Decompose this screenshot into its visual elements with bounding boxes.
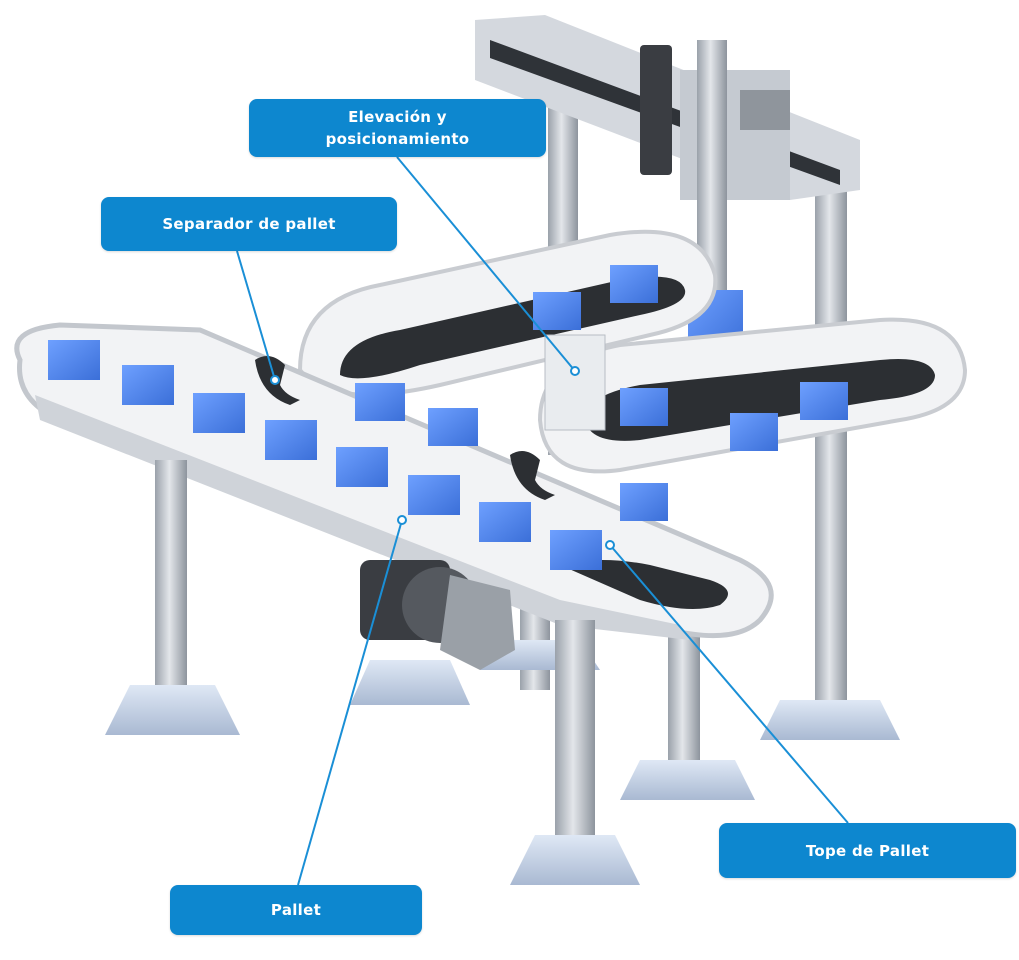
leader-tope	[609, 544, 849, 824]
callout-elevacion: Elevación y posicionamiento	[249, 99, 546, 157]
lift-positioning-station	[544, 334, 606, 431]
callout-elevacion-text: Elevación y posicionamiento	[325, 108, 470, 148]
leader-lines	[236, 156, 849, 886]
support-legs-front	[105, 460, 640, 885]
callout-separador: Separador de pallet	[101, 197, 397, 251]
leader-elevacion	[396, 156, 576, 372]
callout-tope: Tope de Pallet	[719, 823, 1016, 878]
callout-pallet-text: Pallet	[270, 901, 322, 919]
callout-tope-text: Tope de Pallet	[805, 841, 930, 860]
callout-separador-text: Separador de pallet	[162, 215, 336, 233]
pallets	[48, 265, 848, 570]
gear-motor	[360, 560, 515, 670]
leader-pallet	[297, 519, 403, 886]
leader-separador	[236, 250, 276, 381]
callout-pallet: Pallet	[170, 885, 422, 935]
